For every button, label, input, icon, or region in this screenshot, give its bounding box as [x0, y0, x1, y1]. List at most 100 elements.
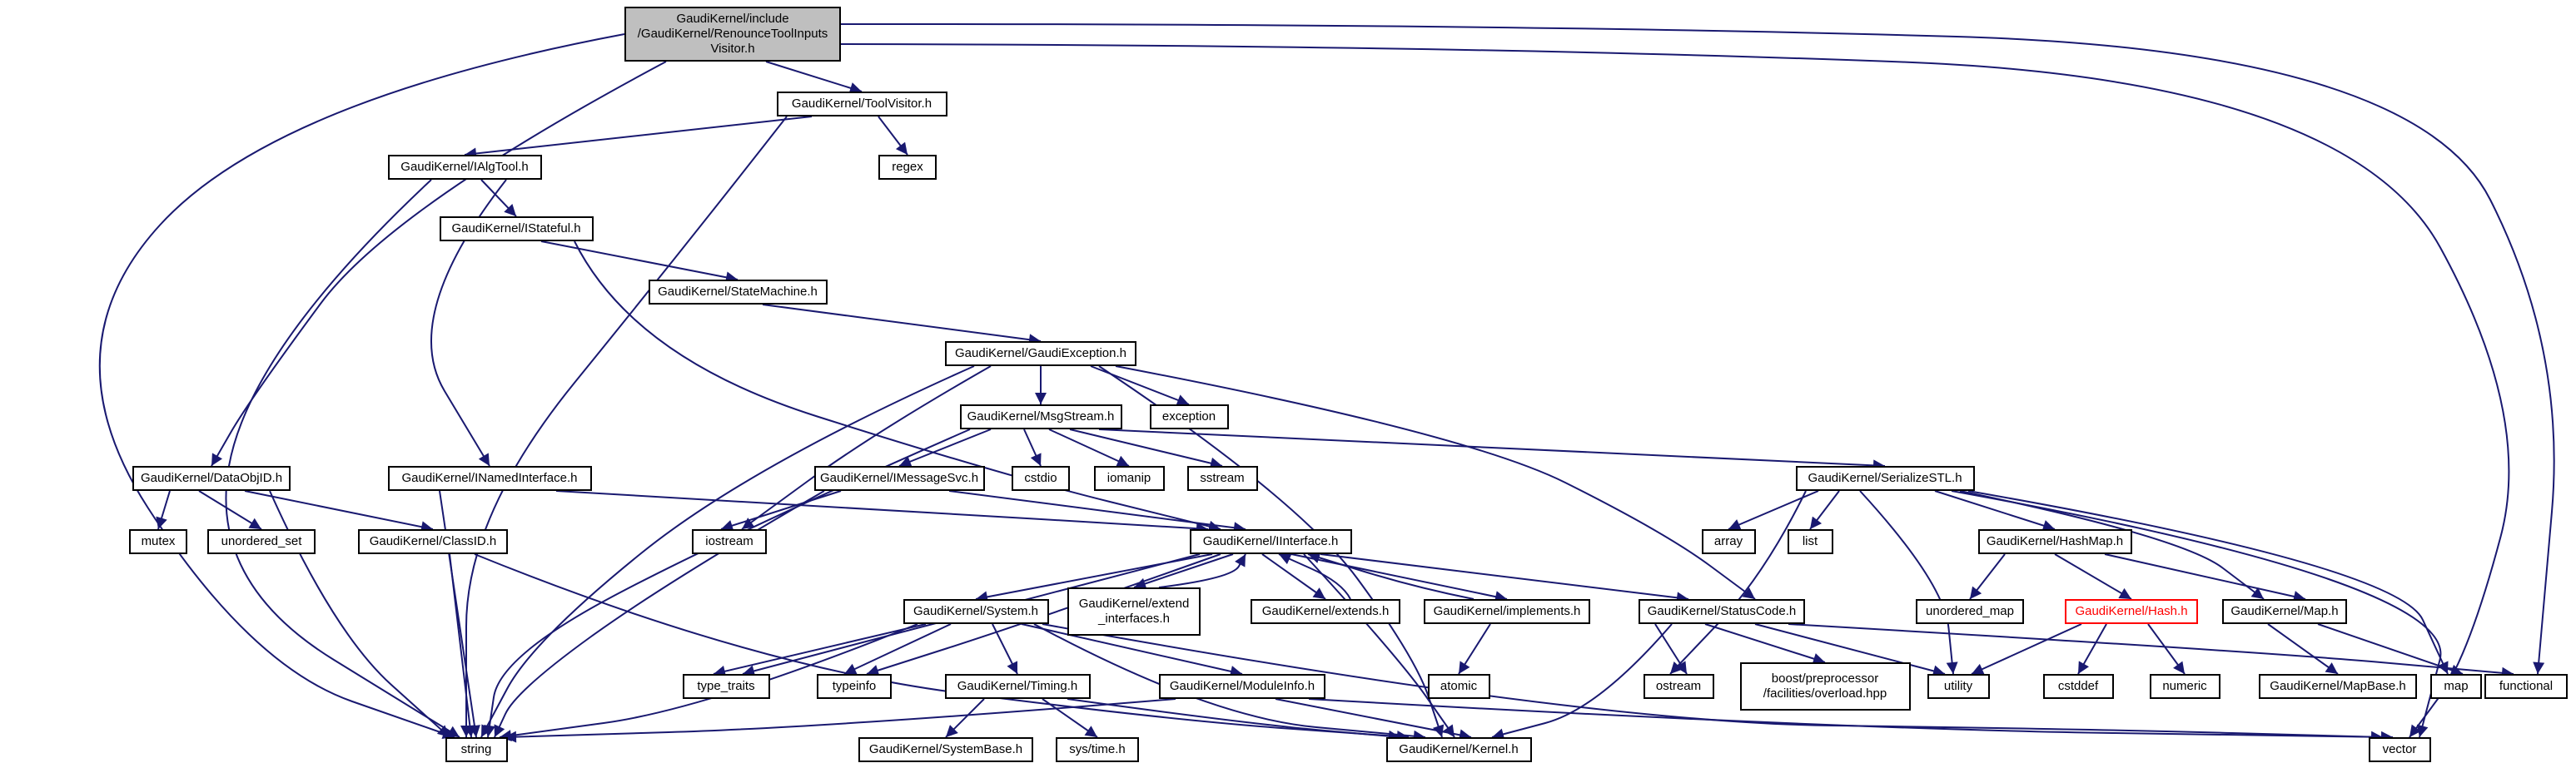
edge-timing-sys_time: [1042, 698, 1098, 738]
graph-node-string[interactable]: string: [445, 737, 508, 762]
graph-node-gaudiexception[interactable]: GaudiKernel/GaudiException.h: [945, 341, 1136, 366]
graph-node-label: utility: [1943, 679, 1973, 693]
graph-node-regex[interactable]: regex: [878, 155, 937, 180]
edge-dataobjid-string: [269, 490, 450, 738]
graph-node-utility[interactable]: utility: [1927, 674, 1990, 699]
graph-node-statemachine[interactable]: GaudiKernel/StateMachine.h: [648, 280, 828, 305]
graph-node-label: atomic: [1440, 679, 1478, 693]
graph-node-cstdio[interactable]: cstdio: [1012, 466, 1070, 491]
edge-imessagesvc-iostream: [720, 490, 842, 532]
graph-node-extend_interfaces[interactable]: GaudiKernel/extend_interfaces.h: [1067, 587, 1201, 636]
edge-moduleinfo-kernel: [1275, 698, 1472, 741]
graph-node-label: GaudiKernel/System.h: [913, 604, 1039, 618]
graph-node-timing[interactable]: GaudiKernel/Timing.h: [944, 674, 1091, 699]
graph-node-label: mutex: [141, 534, 176, 548]
graph-node-ostream[interactable]: ostream: [1643, 674, 1714, 699]
graph-node-map[interactable]: map: [2430, 674, 2482, 699]
graph-node-label: typeinfo: [832, 679, 877, 693]
graph-node-label: GaudiKernel/StatusCode.h: [1647, 604, 1797, 618]
graph-node-label: GaudiKernel/extend: [1078, 597, 1190, 611]
graph-node-array[interactable]: array: [1701, 529, 1756, 554]
graph-node-label: GaudiKernel/Kernel.h: [1399, 742, 1519, 756]
graph-node-functional[interactable]: functional: [2484, 674, 2568, 699]
edge-msgstream-cstdio: [1023, 429, 1042, 467]
edge-statuscode-utility: [1754, 623, 1946, 677]
edge-hashmap-map_h: [2104, 553, 2306, 602]
graph-node-classid[interactable]: GaudiKernel/ClassID.h: [358, 529, 508, 554]
graph-node-istateful[interactable]: GaudiKernel/IStateful.h: [439, 216, 594, 241]
graph-node-iinterface[interactable]: GaudiKernel/IInterface.h: [1189, 529, 1352, 554]
graph-node-ialgtool[interactable]: GaudiKernel/IAlgTool.h: [387, 155, 542, 180]
graph-node-hash[interactable]: GaudiKernel/Hash.h: [2065, 599, 2198, 624]
graph-node-serializestl[interactable]: GaudiKernel/SerializeSTL.h: [1795, 466, 1975, 491]
graph-node-label: GaudiKernel/ToolVisitor.h: [791, 97, 932, 111]
graph-node-moduleinfo[interactable]: GaudiKernel/ModuleInfo.h: [1159, 674, 1325, 699]
edge-msgstream-imessagesvc: [898, 429, 992, 468]
graph-node-label: GaudiKernel/SystemBase.h: [868, 742, 1023, 756]
graph-node-inamedinterface[interactable]: GaudiKernel/INamedInterface.h: [387, 466, 592, 491]
graph-node-cstddef[interactable]: cstddef: [2042, 674, 2114, 699]
graph-node-sys_time[interactable]: sys/time.h: [1056, 737, 1139, 762]
edge-statuscode-kernel: [1491, 623, 1673, 741]
graph-node-imessagesvc[interactable]: GaudiKernel/IMessageSvc.h: [813, 466, 985, 491]
edge-istateful-statemachine: [540, 240, 738, 284]
graph-node-list[interactable]: list: [1787, 529, 1833, 554]
edge-system-timing: [992, 623, 1018, 675]
graph-node-label: vector: [2382, 742, 2417, 756]
graph-node-label: GaudiKernel/extends.h: [1261, 604, 1390, 618]
edge-iinterface-kernel: [1303, 553, 1455, 738]
graph-node-kernel[interactable]: GaudiKernel/Kernel.h: [1385, 737, 1532, 762]
graph-node-map_h[interactable]: GaudiKernel/Map.h: [2222, 599, 2347, 624]
graph-node-unordered_set[interactable]: unordered_set: [207, 529, 316, 554]
graph-node-label: boost/preprocessor: [1771, 671, 1879, 686]
edge-toolvisitor-string: [460, 116, 788, 737]
graph-node-type_traits[interactable]: type_traits: [682, 674, 770, 699]
graph-node-label: ostream: [1655, 679, 1702, 693]
graph-node-toolvisitor[interactable]: GaudiKernel/ToolVisitor.h: [776, 92, 947, 116]
graph-node-label: GaudiKernel/IInterface.h: [1202, 534, 1339, 548]
graph-node-unordered_map[interactable]: unordered_map: [1916, 599, 2024, 624]
edge-hash-numeric: [2147, 623, 2186, 675]
graph-node-mutex[interactable]: mutex: [129, 529, 187, 554]
edge-gaudiexception-kernel: [1098, 365, 1445, 738]
graph-node-renounce: GaudiKernel/include/GaudiKernel/Renounce…: [624, 7, 841, 62]
edge-renounce-vector: [840, 43, 2510, 738]
graph-node-label: sstream: [1200, 471, 1245, 485]
graph-node-mapbase[interactable]: GaudiKernel/MapBase.h: [2259, 674, 2417, 699]
graph-node-iomanip[interactable]: iomanip: [1093, 466, 1165, 491]
graph-node-vector[interactable]: vector: [2368, 737, 2431, 762]
edge-hash-cstddef: [2077, 623, 2107, 675]
graph-node-label: _interfaces.h: [1098, 612, 1170, 626]
graph-node-label: iostream: [705, 534, 753, 548]
edge-hashmap-unordered_map: [1969, 553, 2006, 600]
graph-node-label: GaudiKernel/Hash.h: [2075, 604, 2188, 618]
edge-serializestl-map: [1967, 490, 2449, 675]
graph-node-typeinfo[interactable]: typeinfo: [817, 674, 892, 699]
edge-timing-systembase: [945, 698, 985, 738]
graph-node-systembase[interactable]: GaudiKernel/SystemBase.h: [858, 737, 1033, 762]
graph-node-sstream[interactable]: sstream: [1186, 466, 1258, 491]
edge-implements-iinterface: [1307, 552, 1474, 600]
graph-node-dataobjid[interactable]: GaudiKernel/DataObjID.h: [132, 466, 291, 491]
edge-system-type_traits: [713, 623, 927, 677]
graph-node-system[interactable]: GaudiKernel/System.h: [903, 599, 1049, 624]
graph-node-hashmap[interactable]: GaudiKernel/HashMap.h: [1977, 529, 2132, 554]
edge-ialgtool-string: [225, 179, 460, 738]
graph-node-atomic[interactable]: atomic: [1427, 674, 1490, 699]
graph-node-statuscode[interactable]: GaudiKernel/StatusCode.h: [1639, 599, 1805, 624]
edge-iinterface-extends: [1261, 553, 1326, 600]
graph-node-label: type_traits: [697, 679, 755, 693]
graph-node-msgstream[interactable]: GaudiKernel/MsgStream.h: [959, 404, 1122, 429]
edge-toolvisitor-ialgtool: [464, 116, 813, 160]
edge-hash-utility: [1971, 623, 2082, 675]
graph-node-implements[interactable]: GaudiKernel/implements.h: [1424, 599, 1590, 624]
edge-gaudiexception-statuscode: [1115, 365, 1756, 600]
edge-msgstream-iomanip: [1048, 429, 1130, 467]
graph-node-extends[interactable]: GaudiKernel/extends.h: [1251, 599, 1400, 624]
graph-node-numeric[interactable]: numeric: [2149, 674, 2220, 699]
graph-node-boost_overload[interactable]: boost/preprocessor/facilities/overload.h…: [1739, 662, 1911, 711]
graph-node-exception[interactable]: exception: [1149, 404, 1229, 429]
edge-gaudiexception-string: [480, 365, 975, 738]
graph-node-iostream[interactable]: iostream: [692, 529, 767, 554]
edge-serializestl-vector: [1951, 490, 2442, 738]
